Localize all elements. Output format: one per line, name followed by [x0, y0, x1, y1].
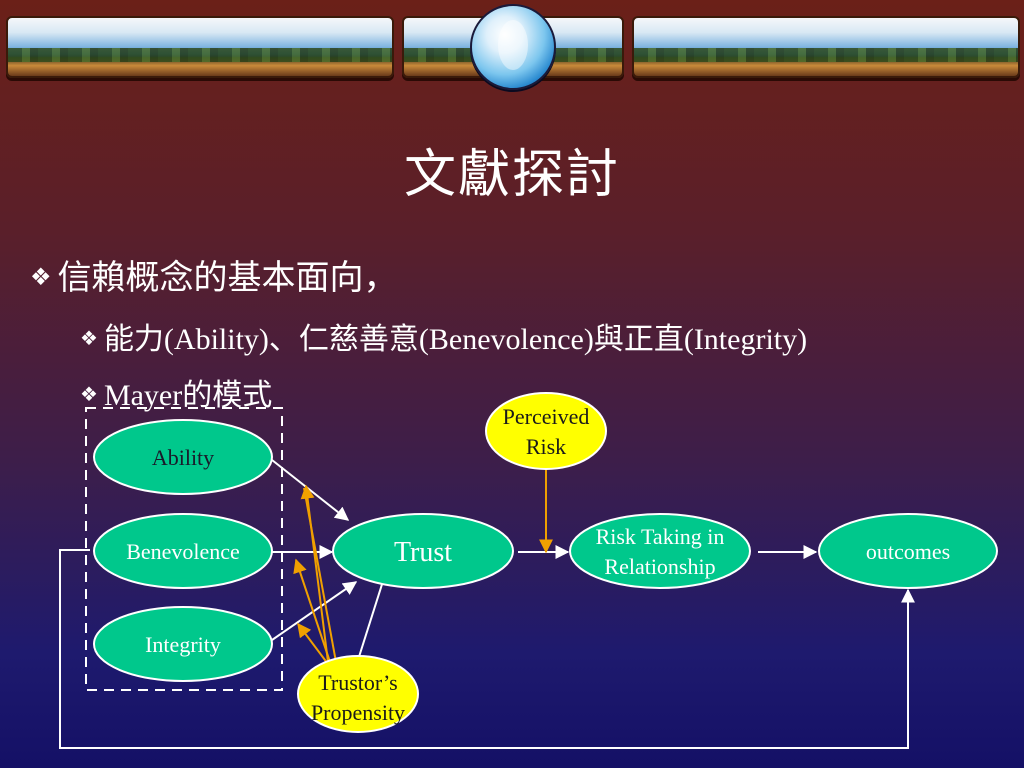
node-ability: Ability — [93, 419, 273, 495]
diamond-bullet-icon: ❖ — [80, 384, 98, 406]
bullet-level2: ❖能力(Ability)、仁慈善意(Benevolence)與正直(Integr… — [80, 314, 807, 358]
node-integrity: Integrity — [93, 606, 273, 682]
bullet-text: 能力(Ability)、仁慈善意(Benevolence)與正直(Integri… — [103, 323, 808, 356]
diamond-bullet-icon: ❖ — [80, 328, 98, 350]
label-risk-taking-line2: Relationship — [604, 554, 715, 579]
label-perceived-risk-line1: Perceived — [503, 404, 590, 429]
header-banner-left — [6, 16, 394, 78]
node-benevolence: Benevolence — [93, 513, 273, 589]
slide-title: 文獻探討 — [403, 145, 620, 205]
label-ability: Ability — [152, 445, 214, 470]
label-outcomes: outcomes — [866, 539, 950, 564]
label-propensity-line2: Propensity — [311, 700, 405, 725]
bullet-text: Mayer的模式 — [103, 379, 273, 412]
arrow-propensity-to-benevolence — [293, 558, 331, 663]
arrow-propensity-to-trust — [357, 577, 385, 661]
bullet-text: 信賴概念的基本面向， — [57, 258, 398, 298]
label-benevolence: Benevolence — [126, 539, 240, 564]
label-trust: Trust — [394, 537, 452, 568]
label-propensity-line1: Trustor’s — [318, 670, 397, 695]
bullet-level1: ❖信賴概念的基本面向， — [30, 250, 398, 299]
node-risk-taking: Risk Taking in Relationship — [569, 513, 751, 589]
bullet-level2: ❖Mayer的模式 — [80, 370, 272, 414]
node-trust: Trust — [332, 513, 514, 589]
label-risk-taking-line1: Risk Taking in — [596, 524, 725, 549]
arrow-propensity-to-integrity — [297, 622, 329, 665]
globe-icon — [470, 4, 556, 90]
header-banner-right — [632, 16, 1020, 78]
label-integrity: Integrity — [145, 632, 221, 657]
arrow-propensity-to-ability-b — [303, 487, 337, 663]
node-perceived-risk: Perceived Risk — [485, 392, 607, 470]
diamond-bullet-icon: ❖ — [30, 263, 52, 291]
node-outcomes: outcomes — [818, 513, 998, 589]
feedback-loop-line — [59, 549, 909, 749]
label-perceived-risk-line2: Risk — [526, 434, 566, 459]
node-propensity: Trustor’s Propensity — [297, 655, 419, 733]
